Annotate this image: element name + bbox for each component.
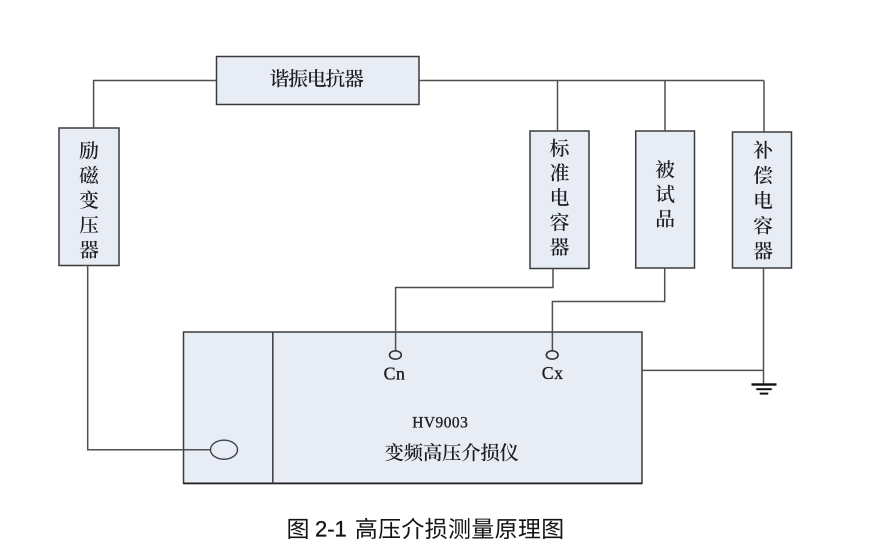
svg-text:Cx: Cx xyxy=(542,363,564,383)
svg-text:HV9003: HV9003 xyxy=(412,415,468,432)
svg-text:Cn: Cn xyxy=(384,363,406,383)
svg-text:2-1: 2-1 xyxy=(315,516,347,541)
